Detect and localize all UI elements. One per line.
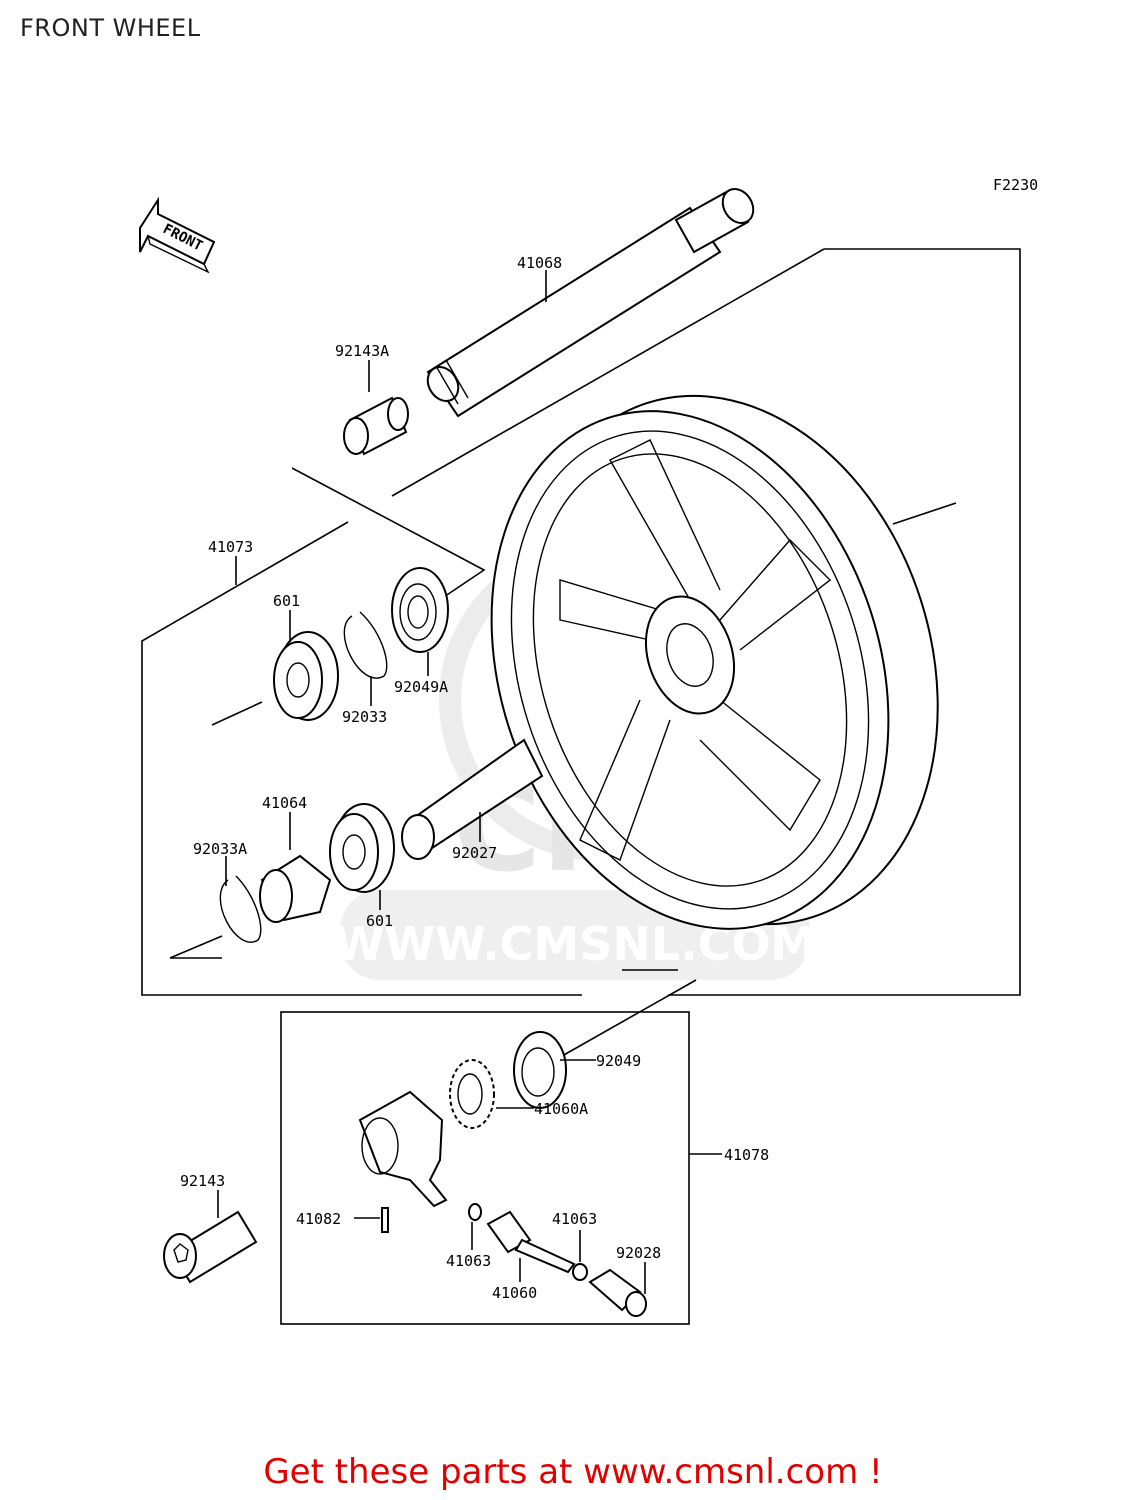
label-41078: 41078 [724, 1146, 769, 1164]
circlip-92033A [219, 875, 262, 943]
label-92028: 92028 [616, 1244, 661, 1262]
axis-line-top [391, 248, 825, 497]
spacer-92027 [401, 738, 544, 860]
oil-seal-92049 [513, 1031, 567, 1109]
collar-92143A [343, 396, 409, 456]
label-41073: 41073 [208, 538, 253, 556]
label-41068: 41068 [517, 254, 562, 272]
label-92049A: 92049A [394, 678, 448, 696]
label-41082: 41082 [296, 1210, 341, 1228]
label-92027: 92027 [452, 844, 497, 862]
gear-41060A [449, 1059, 495, 1129]
gear-housing [358, 1090, 448, 1208]
bushing-92028 [588, 1268, 647, 1317]
label-41060A: 41060A [534, 1100, 588, 1118]
pinion-41060 [486, 1210, 576, 1274]
washer-41063-right [572, 1263, 588, 1281]
label-92143A: 92143A [335, 342, 389, 360]
oil-seal-92049A [391, 567, 449, 653]
label-601-top: 601 [273, 592, 300, 610]
axis-line-bearing [211, 701, 263, 726]
label-41064: 41064 [262, 794, 307, 812]
washer-41063-left [468, 1203, 482, 1221]
label-41063-left: 41063 [446, 1252, 491, 1270]
axis-line-right [892, 502, 957, 525]
label-92049: 92049 [596, 1052, 641, 1070]
collar-41064 [259, 854, 332, 923]
label-92033: 92033 [342, 708, 387, 726]
wheel-rim [490, 394, 939, 930]
front-arrow-icon: FRONT [139, 196, 216, 274]
label-92143: 92143 [180, 1172, 225, 1190]
footer-banner[interactable]: Get these parts at www.cmsnl.com ! [263, 1452, 883, 1492]
label-41063-right: 41063 [552, 1210, 597, 1228]
label-41060: 41060 [492, 1284, 537, 1302]
page-title: FRONT WHEEL [20, 14, 201, 42]
bearing-601-top [273, 631, 339, 721]
parts-diagram: CMS WWW.CMSNL.COM F2230 FRONT [139, 176, 1038, 1325]
leader-92049-axis [554, 979, 697, 1061]
diagram-code: F2230 [993, 176, 1038, 194]
circlip-92033 [343, 611, 388, 679]
bearing-601-bottom [329, 803, 395, 893]
axis-line-bottom-b [169, 935, 223, 959]
assembly-outline-left [141, 521, 582, 996]
label-601-bottom: 601 [366, 912, 393, 930]
axis-line-left [291, 467, 486, 606]
label-92033A: 92033A [193, 840, 247, 858]
assembly-outline-right [668, 248, 1021, 996]
pin-41082 [381, 1207, 389, 1233]
collar-92143 [163, 1210, 258, 1284]
axle-41068 [426, 188, 755, 418]
gear-housing-outline [280, 1011, 690, 1325]
